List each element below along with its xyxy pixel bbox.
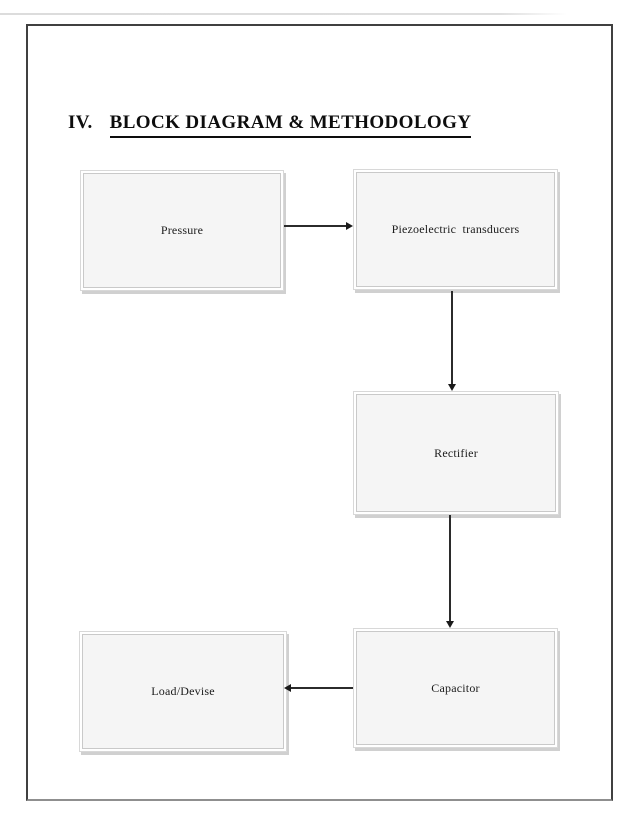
arrowhead-right-icon	[346, 222, 353, 230]
diagram-node-capacitor: Capacitor	[353, 628, 558, 748]
diagram-node-pressure: Pressure	[80, 170, 284, 291]
section-heading: IV. BLOCK DIAGRAM & METHODOLOGY	[68, 111, 472, 138]
node-label: Load/Devise	[151, 684, 215, 698]
arrow-piezoelectric-to-rectifier	[448, 291, 456, 391]
arrow-rectifier-to-capacitor	[446, 515, 454, 628]
node-label: Rectifier	[434, 445, 478, 460]
section-number: IV.	[68, 112, 93, 133]
arrowhead-down-icon	[446, 621, 454, 628]
diagram-node-piezoelectric-transducers: Piezoelectric transducers	[353, 169, 558, 290]
arrow-line	[291, 687, 353, 689]
arrowhead-down-icon	[448, 384, 456, 391]
arrow-line	[284, 225, 346, 227]
arrowhead-left-icon	[284, 684, 291, 692]
arrow-capacitor-to-load	[284, 684, 353, 692]
previous-page-edge-divider	[0, 13, 567, 15]
node-label: Piezoelectric transducers	[391, 222, 520, 236]
arrow-line	[449, 515, 451, 621]
section-title: BLOCK DIAGRAM & METHODOLOGY	[109, 111, 472, 138]
node-label: Pressure	[160, 223, 204, 237]
arrow-line	[451, 291, 453, 384]
node-label: Capacitor	[431, 680, 480, 695]
arrow-pressure-to-piezoelectric	[284, 222, 353, 230]
diagram-node-load-devise: Load/Devise	[79, 631, 287, 752]
diagram-node-rectifier: Rectifier	[353, 391, 559, 515]
